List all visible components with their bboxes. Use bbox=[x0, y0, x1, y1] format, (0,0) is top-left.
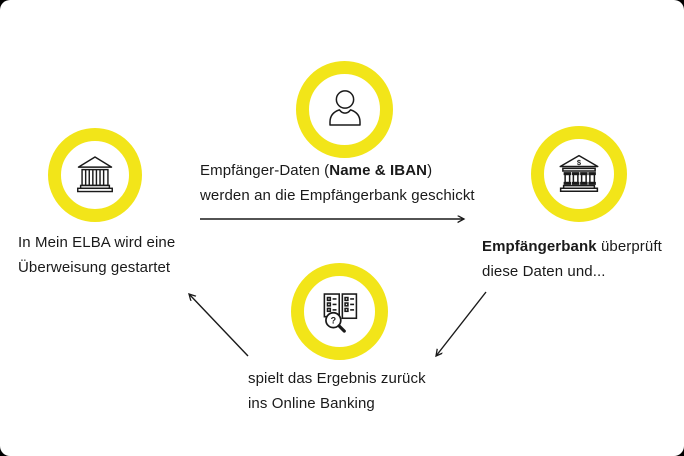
node-payer bbox=[296, 61, 393, 158]
result-text: spielt das Ergebnis zurück ins Online Ba… bbox=[248, 366, 426, 416]
transfer-line1-pre: Empfänger-Daten ( bbox=[200, 162, 330, 179]
start-text-line2: Überweisung gestartet bbox=[18, 259, 171, 276]
transfer-line1-post: ) bbox=[427, 162, 433, 179]
person-icon bbox=[328, 89, 361, 126]
node-sender-bank bbox=[48, 128, 142, 222]
node-receiver-bank: $ bbox=[531, 126, 627, 222]
bank-dollar-glyph: $ bbox=[577, 158, 582, 167]
start-text-line1: In Mein ELBA wird eine bbox=[18, 234, 176, 251]
transfer-text-line1: Empfänger-Daten (Name & IBAN) bbox=[200, 158, 475, 183]
node-verification: ? bbox=[291, 263, 388, 360]
result-text-line1: spielt das Ergebnis zurück bbox=[248, 370, 426, 387]
arrow-result-to-sender bbox=[189, 294, 249, 357]
checklist-search-icon: ? bbox=[323, 292, 357, 333]
verify-text-line2: diese Daten und... bbox=[482, 263, 606, 280]
bank-dollar-icon: $ bbox=[559, 154, 599, 192]
magnifier-question-glyph: ? bbox=[330, 315, 335, 325]
bank-icon bbox=[77, 156, 113, 193]
start-text: In Mein ELBA wird eine Überweisung gesta… bbox=[18, 230, 175, 280]
arrow-receiver-to-check bbox=[436, 291, 487, 356]
verify-text-line1: Empfängerbank überprüft bbox=[482, 234, 662, 259]
transfer-line1-bold: Name & IBAN bbox=[329, 162, 428, 179]
verify-text: Empfängerbank überprüft diese Daten und.… bbox=[482, 234, 662, 284]
transfer-text-line2: werden an die Empfängerbank geschickt bbox=[200, 187, 475, 204]
verify-line1-rest: überprüft bbox=[596, 238, 662, 255]
verify-line1-bold: Empfängerbank bbox=[482, 238, 597, 255]
result-text-line2: ins Online Banking bbox=[248, 395, 375, 412]
transfer-text: Empfänger-Daten (Name & IBAN) werden an … bbox=[200, 158, 475, 208]
